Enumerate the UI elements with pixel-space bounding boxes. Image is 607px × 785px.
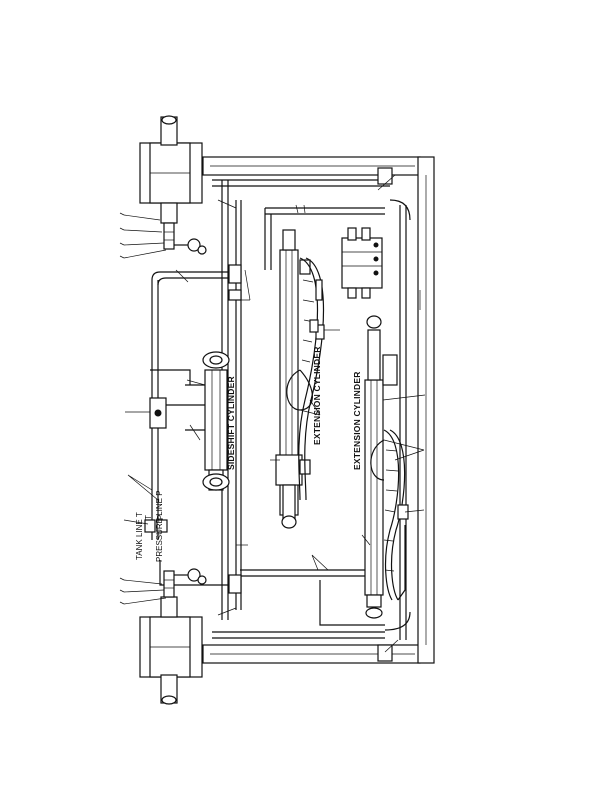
port-p-label: P [156,515,165,520]
bottom-motor-assembly [139,568,207,705]
top-motor-assembly [139,115,207,255]
control-valve [341,227,383,299]
pressure-line-label: PRESSURE LINE P [155,490,164,562]
port-t-label: T [144,515,153,520]
sideshift-cylinder-label: SIDESHIFT CYLINDER [226,376,236,470]
extension-cylinder-lower [364,315,409,619]
sideshift-cylinder [149,351,230,491]
extension-cylinder-upper-label: EXTENSION CYLINDER [312,346,322,445]
extension-cylinder-lower-label: EXTENSION CYLINDER [352,371,362,470]
callout-marks [119,212,125,605]
extension-cylinder-upper [275,229,325,529]
pressure-line-text: PRESSURE LINE P [155,490,164,562]
port-p-text: P [156,515,165,520]
port-t-text: T [144,515,153,520]
extension-cylinder-lower-text: EXTENSION CYLINDER [352,371,362,470]
callout-leaders [123,174,426,653]
tank-line-text: TANK LINE T [135,512,144,560]
extension-cylinder-upper-text: EXTENSION CYLINDER [312,346,322,445]
sideshift-cylinder-text: SIDESHIFT CYLINDER [226,376,236,470]
tank-line-label: TANK LINE T [135,512,144,560]
